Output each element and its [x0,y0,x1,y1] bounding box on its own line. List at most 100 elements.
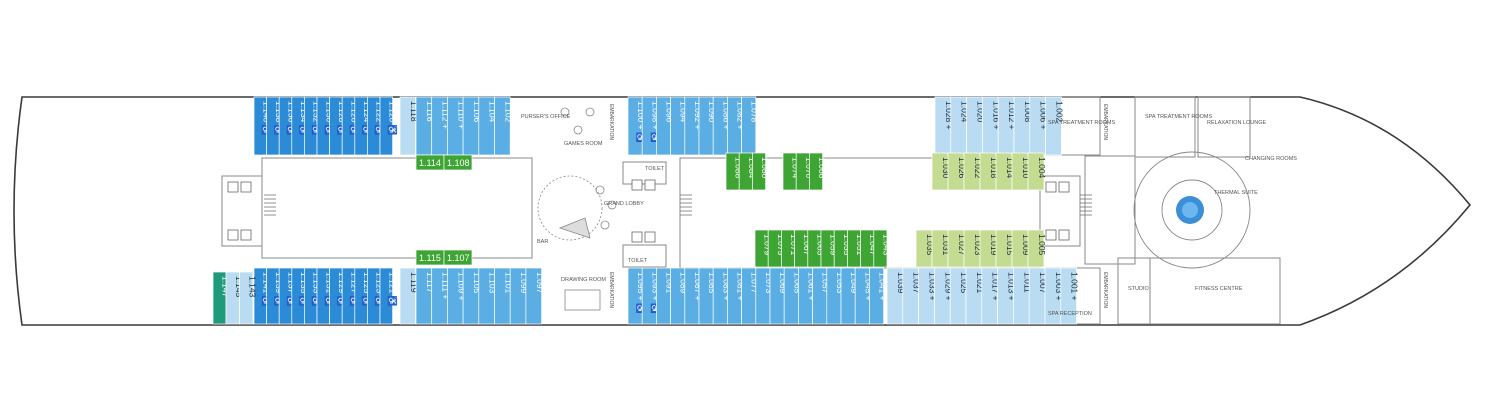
cabin-number: 1.063 [815,234,825,256]
cabin-number: 1.083 + [721,272,731,301]
cabin-number: 1.114 [419,158,441,168]
cabin-number: 1.043 [881,234,891,256]
label-studio: STUDIO [1128,286,1150,292]
stairs [264,194,1092,216]
cabin-number: 1.095 + ♿ [636,272,646,314]
cabin-number: 1.037 [912,272,922,294]
cabin-number: 1.008 [1023,101,1033,123]
cabin-block[interactable] [869,267,884,325]
cabin-number: 1.004 [1037,157,1047,179]
cabin-number: 1.031 [941,234,951,256]
cabins-layer: 1.140 ♿1.138 ♿1.136 ♿1.134 ♿1.132 ♿1.130… [212,96,1080,325]
cabin-block[interactable] [1045,96,1062,156]
label-relaxation-lounge: RELAXATION LOUNGE [1207,120,1267,126]
cabin-number: 1.087 + [693,272,703,301]
cabin-block[interactable] [873,229,888,268]
label-toilet-upper: TOILET [645,166,665,172]
label-toilet-lower: TOILET [628,258,648,264]
cabin-number: 1.120 ♿ [387,101,397,136]
cabin-number: 1.057 [821,272,831,294]
cabin-block[interactable] [752,152,766,191]
cabin-block[interactable] [379,96,393,156]
cabin-number: 1.079 [763,234,773,256]
cabin-block[interactable] [1027,152,1045,191]
cabin-number: 1.007 [1038,272,1048,294]
cabin-number: 1.091 [665,272,675,294]
label-spa-treatment-fwd: SPA TREATMENT ROOMS [1145,114,1212,120]
toilet-upper [622,161,667,185]
cabin-number: 1.116 [425,101,435,122]
cabin-number: 1.089 [679,272,689,294]
cabin-block[interactable] [1060,267,1077,325]
cabin-number: 1.080 [760,157,770,179]
cabin-number: 1.003 + [1054,272,1064,301]
label-spa-treatment-aft: SPA TREATMENT ROOMS [1048,120,1115,126]
cabin-number: 1.103 [488,272,498,294]
relaxation-lounge-block [1197,96,1251,158]
cabin-number: 1.020 [976,101,986,123]
cabin-number: 1.077 [750,272,760,294]
cabin-number: 1.065 [792,272,802,294]
cabin-number: 1.023 [973,234,983,256]
cabin-number: 1.096 [665,101,675,123]
cabin-block[interactable] [1027,229,1045,268]
label-spa-reception: SPA RECEPTION [1048,311,1092,317]
cabin-block[interactable] [525,267,542,325]
cabin-number: 1.106 [472,101,482,123]
cabin-number: 1.014 [1005,157,1015,179]
cabin-number: 1.013 + [1007,272,1017,301]
cabin-block[interactable] [809,152,823,191]
cabin-number: 1.147 [221,276,231,298]
cabin-number: 1.117 [425,272,435,293]
cabin-number: 1.099 [519,272,529,294]
cabin-number: 1.030 [941,157,951,179]
cabin-block[interactable] [379,267,393,325]
cabin-number: 1.053 [835,272,845,294]
cabin-number: 1.066 [817,157,827,179]
label-bar: BAR [537,239,548,245]
cabin-number: 1.078 [750,101,760,123]
cabin-block[interactable] [239,271,254,325]
cabin-block[interactable] [494,96,511,156]
cabin-number: 1.100 + ♿ [636,101,646,143]
cabin-number: 1.009 [1021,234,1031,256]
cabin-number: 1.119 [409,272,419,293]
lifts [227,179,1070,243]
label-changing-rooms: CHANGING ROOMS [1245,156,1297,162]
cabin-number: 1.085 [707,272,717,294]
cabin-number: 1.039 [896,272,906,294]
cabin-number: 1.067 [802,234,812,256]
cabin-block[interactable] [399,267,416,325]
label-thermal-suite: THERMAL SUITE [1214,190,1258,196]
cabin-number: 1.026 [957,157,967,179]
label-fitness-centre: FITNESS CENTRE [1195,286,1243,292]
cabin-number: 1.011 [1022,272,1032,293]
cabin-number: 1.102 [503,101,513,123]
cabin-number: 1.110 + [456,101,466,129]
cabin-block[interactable] [443,154,473,171]
cabin-number: 1.108 [447,158,470,168]
cabin-number: 1.094 [679,101,689,123]
cabin-block[interactable] [443,249,473,266]
label-embarkation-fwd-upper: EMBARKATION [1102,104,1108,140]
cabin-block[interactable] [399,96,416,156]
cabin-number: 1.035 [925,234,935,256]
cabin-number: 1.002 [1055,101,1065,123]
cabin-number: 1.069 [778,272,788,294]
cabin-number: 1.075 [776,234,786,256]
cabin-number: 1.097 [535,272,545,294]
cabin-number: 1.025 [959,272,969,294]
cabin-number: 1.084 [747,157,757,179]
cabin-number: 1.001 + [1070,272,1080,301]
cabin-number: 1.073 [764,272,774,294]
cabin-number: 1.027 [957,234,967,256]
toilet-lower [622,244,667,268]
cabin-number: 1.005 [1037,234,1047,256]
fitness-block [1149,257,1281,325]
cabin-number: 1.012 + [1007,101,1017,130]
cabin-number: 1.061 + [807,272,817,301]
cabin-number: 1.081 + [736,272,746,301]
cabin-number: 1.143 [247,276,257,298]
cabin-number: 1.024 [960,101,970,123]
cabin-number: 1.033 + [928,272,938,301]
